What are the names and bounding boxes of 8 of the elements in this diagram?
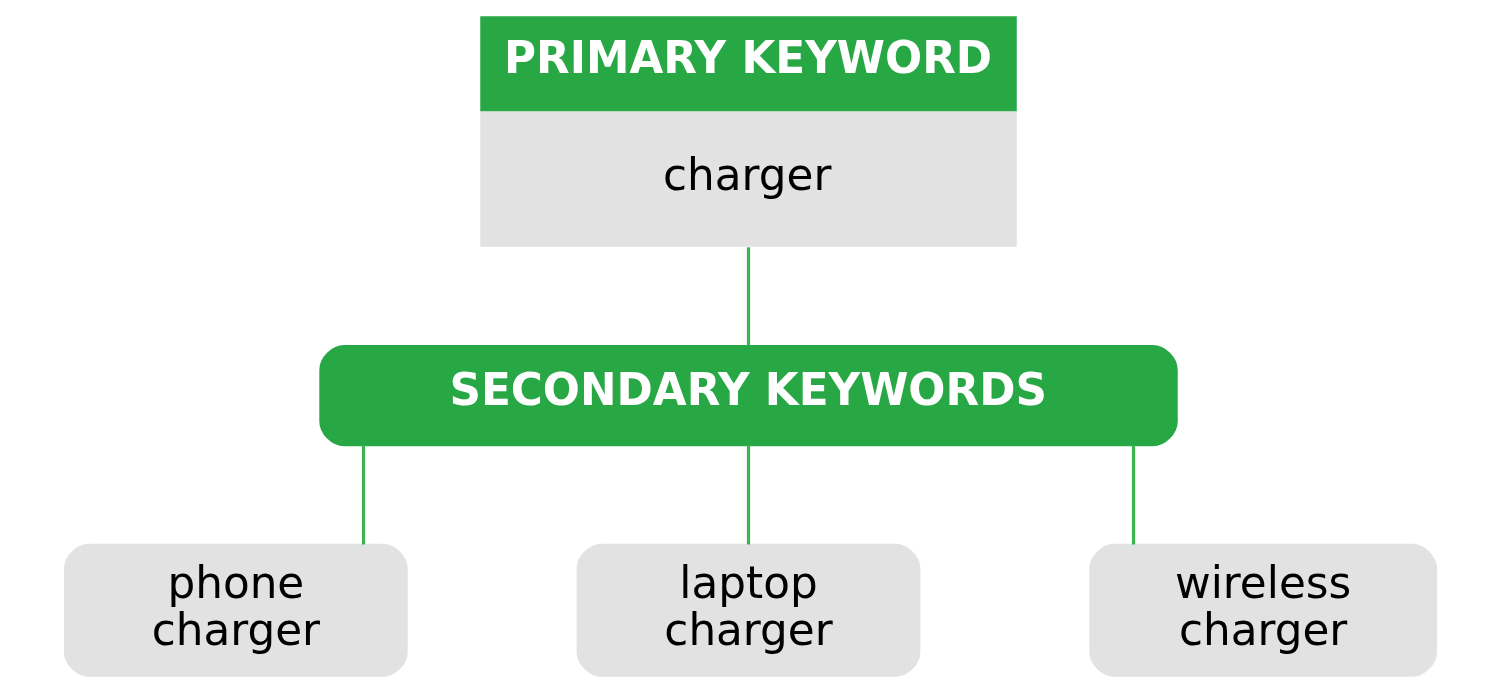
connector	[746, 445, 750, 545]
node-box: SECONDARY KEYWORDS	[318, 345, 1178, 447]
connector	[1131, 445, 1135, 545]
node-box: wireless charger	[1088, 543, 1437, 677]
connector	[361, 445, 365, 545]
node-box: phone charger	[63, 543, 408, 677]
connector	[746, 247, 750, 346]
node-box: laptop charger	[576, 543, 920, 677]
